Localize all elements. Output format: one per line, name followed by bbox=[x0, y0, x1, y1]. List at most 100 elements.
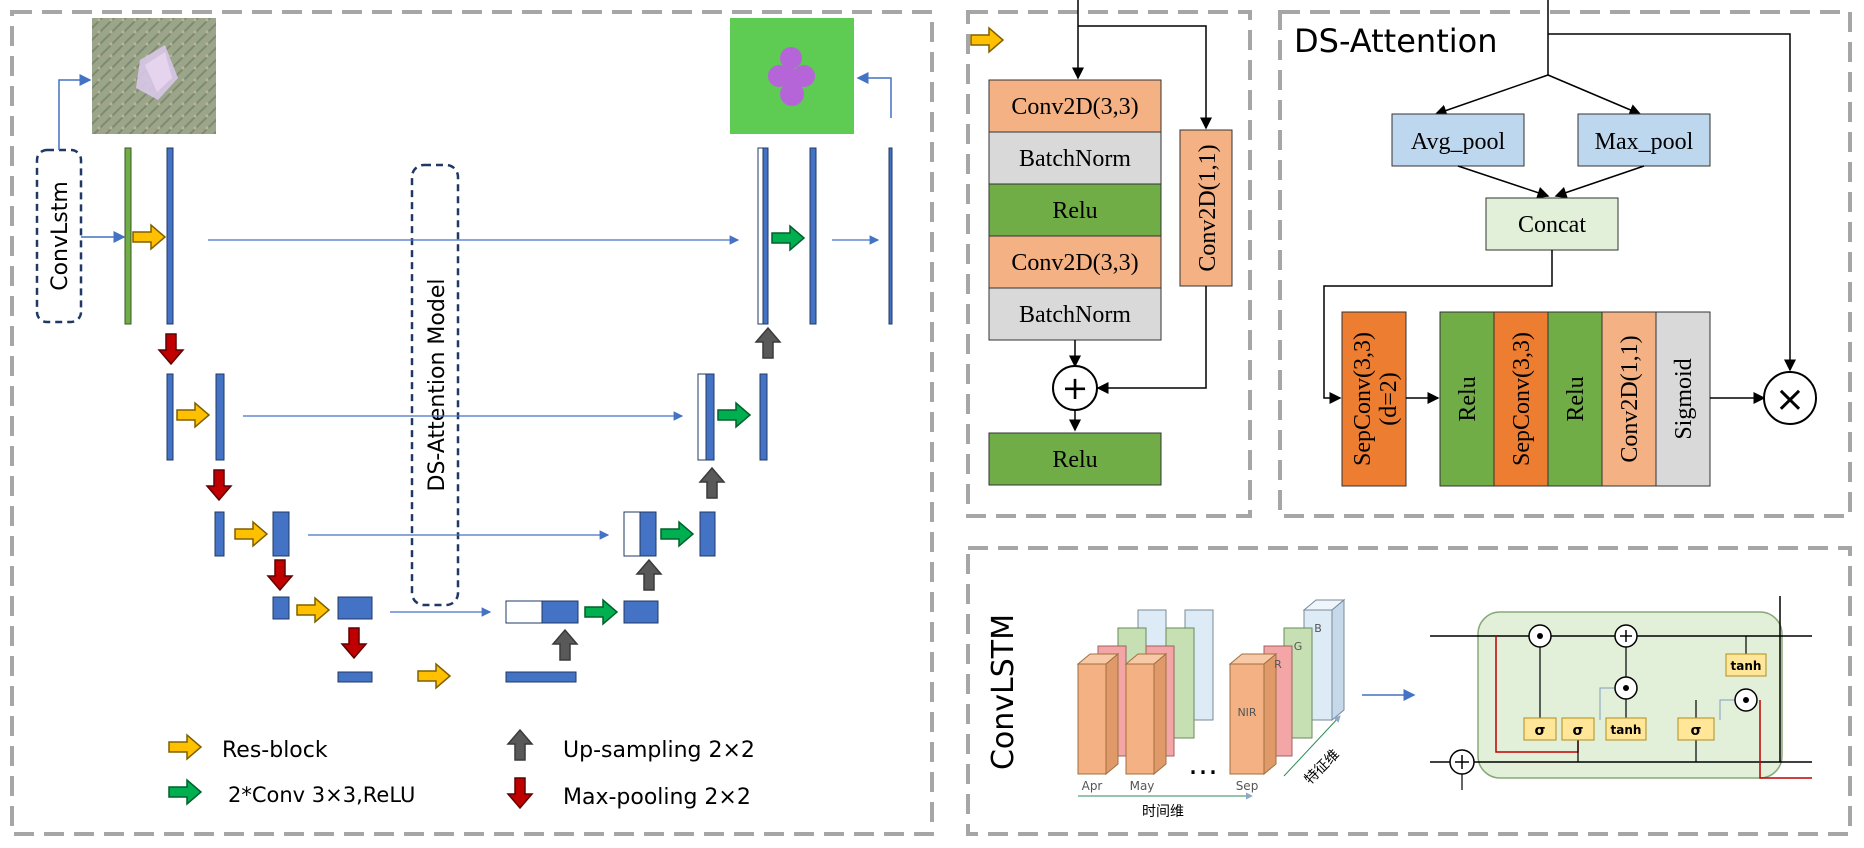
time-axis-label: 时间维 bbox=[1142, 804, 1184, 820]
ds-model-label: DS-Attention Model bbox=[425, 279, 450, 492]
rb-bn2-label: BatchNorm bbox=[1019, 302, 1131, 328]
res-block-arrow bbox=[132, 224, 166, 250]
encoder-bar bbox=[272, 596, 290, 620]
decoder-concat-bar bbox=[697, 373, 707, 461]
encoder-bar bbox=[124, 147, 132, 325]
decoder-bar bbox=[759, 373, 768, 461]
res-block-arrow bbox=[417, 663, 451, 689]
decoder-bar bbox=[809, 147, 817, 325]
ds-conv11-block bbox=[1601, 311, 1657, 487]
ds-relu1-label: Relu bbox=[1455, 376, 1481, 421]
encoder-bar bbox=[272, 511, 290, 557]
ds-avgpool-label: Avg_pool bbox=[1411, 129, 1506, 155]
ds-multiply-symbol: × bbox=[1775, 379, 1805, 420]
output-image bbox=[730, 18, 854, 134]
output-bar bbox=[888, 147, 893, 325]
legend-conv-label: 2*Conv 3×3,ReLU bbox=[228, 783, 415, 807]
channel-label-g: G bbox=[1294, 640, 1303, 653]
time-dots: … bbox=[1188, 747, 1218, 782]
legend-res-block-label: Res-block bbox=[222, 738, 328, 763]
encoder-bar bbox=[166, 147, 174, 325]
decoder-concat-bar bbox=[705, 373, 715, 461]
conv-arrow bbox=[771, 225, 805, 251]
ds-sepconv2-label: SepConv(3,3) bbox=[1509, 332, 1535, 466]
lstm-cell-diagram bbox=[1430, 596, 1812, 790]
legend-upsampling-icon bbox=[507, 729, 533, 761]
res-block-ref-arrow bbox=[970, 27, 1004, 53]
ds-conv11-label: Conv2D(1,1) bbox=[1617, 335, 1643, 462]
bottleneck-bar bbox=[337, 671, 373, 683]
maxpool-arrow bbox=[267, 559, 293, 591]
encoder-bar bbox=[166, 373, 174, 461]
rb-relu1-block bbox=[988, 183, 1162, 237]
ds-concat-label: Concat bbox=[1518, 212, 1586, 238]
convlstm-panel bbox=[966, 546, 1852, 836]
conv-arrow bbox=[584, 599, 618, 625]
decoder-concat-bar bbox=[623, 511, 641, 557]
input-image bbox=[92, 18, 216, 134]
gate-candidate: tanh bbox=[1611, 723, 1642, 737]
convlstm-title: ConvLSTM bbox=[986, 614, 1021, 770]
gate-forget: σ bbox=[1535, 723, 1546, 739]
gate-output: σ bbox=[1691, 723, 1702, 739]
feature-axis-label: 特征维 bbox=[1302, 747, 1343, 788]
ds-relu2-label: Relu bbox=[1563, 376, 1589, 421]
month-label-apr: Apr bbox=[1082, 779, 1103, 793]
ds-sepconv1-label: SepConv(3,3) bbox=[1350, 332, 1376, 466]
unet-panel bbox=[10, 10, 934, 836]
ds-maxpool-label: Max_pool bbox=[1595, 129, 1694, 155]
upsample-arrow bbox=[552, 629, 578, 661]
ds-avgpool-block bbox=[1391, 113, 1525, 167]
decoder-concat-bar bbox=[757, 147, 764, 325]
rb-conv1-block bbox=[988, 79, 1162, 133]
legend-maxpool-label: Max-pooling 2×2 bbox=[563, 785, 751, 810]
ds-sepconv1-dilation: (d=2) bbox=[1376, 372, 1402, 426]
res-block-arrow bbox=[176, 402, 210, 428]
ds-relu2-block bbox=[1547, 311, 1603, 487]
decoder-concat-bar bbox=[505, 600, 543, 624]
conv-arrow bbox=[660, 521, 694, 547]
rb-add-symbol: + bbox=[1062, 369, 1089, 407]
legend-res-block-icon bbox=[168, 734, 202, 760]
rb-bn1-label: BatchNorm bbox=[1019, 146, 1131, 172]
legend-upsampling-label: Up-sampling 2×2 bbox=[563, 738, 755, 763]
legend-maxpool-icon bbox=[507, 777, 533, 809]
ds-sigmoid-label: Sigmoid bbox=[1671, 358, 1697, 439]
decoder-concat-bar bbox=[762, 147, 769, 325]
ds-sepconv2-block bbox=[1493, 311, 1549, 487]
decoder-concat-bar bbox=[639, 511, 657, 557]
encoder-bar bbox=[215, 373, 225, 461]
rb-relu-out-block bbox=[988, 432, 1162, 486]
ds-concat-block bbox=[1485, 197, 1619, 251]
upsample-arrow bbox=[755, 327, 781, 359]
decoder-concat-bar bbox=[541, 600, 579, 624]
ds-attention-title: DS-Attention bbox=[1294, 22, 1497, 60]
month-label-may: May bbox=[1130, 779, 1155, 793]
decoder-bar bbox=[623, 600, 659, 624]
upsample-arrow bbox=[636, 559, 662, 591]
ds-attention-panel bbox=[1278, 10, 1852, 518]
maxpool-arrow bbox=[158, 333, 184, 365]
feature-cube-stack bbox=[1076, 598, 1346, 776]
channel-label-nir: NIR bbox=[1237, 706, 1256, 719]
month-label-sep: Sep bbox=[1236, 779, 1259, 793]
encoder-bar bbox=[214, 511, 225, 557]
maxpool-arrow bbox=[206, 469, 232, 501]
bottleneck-bar bbox=[505, 671, 577, 683]
cell-tanh: tanh bbox=[1731, 659, 1762, 673]
ds-sepconv1-block bbox=[1341, 311, 1407, 487]
conv-arrow bbox=[717, 402, 751, 428]
upsample-arrow bbox=[699, 467, 725, 499]
decoder-bar bbox=[699, 511, 716, 557]
rb-relu-out-label: Relu bbox=[1052, 447, 1097, 473]
ds-relu1-block bbox=[1439, 311, 1495, 487]
res-block-arrow bbox=[296, 597, 330, 623]
channel-label-r: R bbox=[1274, 658, 1282, 671]
encoder-bar bbox=[337, 596, 373, 620]
ds-attention-model-box bbox=[410, 163, 460, 607]
resblock-panel bbox=[966, 10, 1252, 518]
legend-conv-icon bbox=[168, 779, 202, 805]
rb-bn1-block bbox=[988, 131, 1162, 185]
ds-multiply-node bbox=[1763, 371, 1817, 425]
